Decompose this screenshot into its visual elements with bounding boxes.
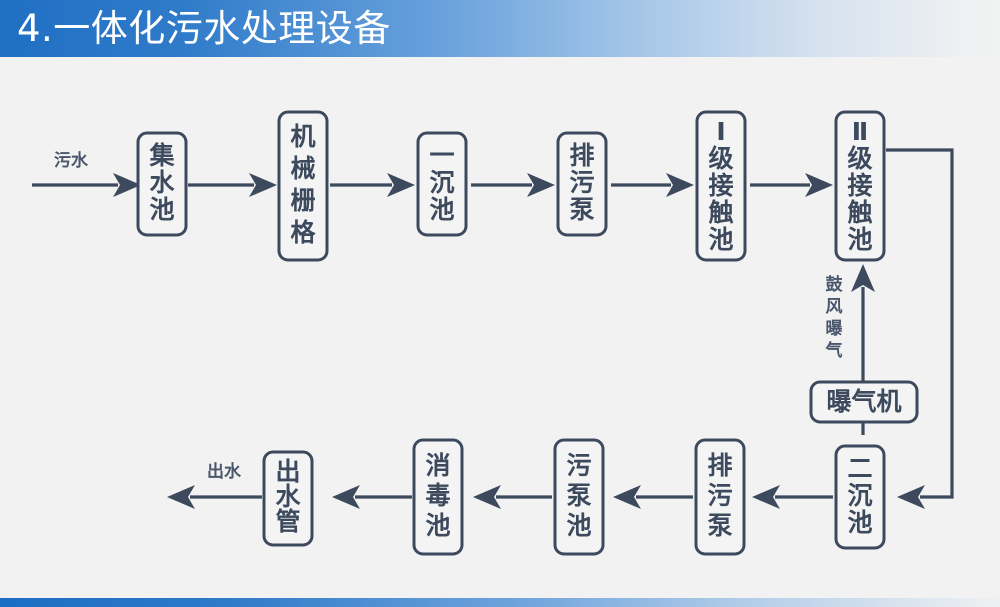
node-mechanical-grid-char-2: 栅 xyxy=(290,186,315,215)
node-outlet-pipe[interactable]: 出 水 管 xyxy=(262,450,314,547)
node-contact-tank-1-char-3: 触 xyxy=(708,198,733,227)
node-contact-tank-2[interactable]: Ⅱ 级 接 触 池 xyxy=(834,110,886,262)
node-sludge-pump-tank-char-1: 泵 xyxy=(566,481,591,510)
node-primary-sedimentation-tank-char-2: 池 xyxy=(429,195,454,224)
node-secondary-sedimentation-tank[interactable]: 二 沉 池 xyxy=(834,444,886,550)
node-mechanical-grid-char-3: 格 xyxy=(290,218,316,247)
node-aerator-label: 曝气机 xyxy=(826,387,901,416)
node-contact-tank-1-char-4: 池 xyxy=(708,225,733,254)
node-disinfection-tank-char-1: 毒 xyxy=(425,481,450,510)
node-sewage-pump-bottom-char-1: 污 xyxy=(707,481,732,510)
edge-n9-to-n10 xyxy=(613,485,693,509)
edge-outlet: 出水 xyxy=(167,461,262,509)
edge-contact-tank-2-to-secondary-sedimentation xyxy=(886,148,954,509)
node-contact-tank-1-char-1: 级 xyxy=(708,144,733,173)
slide-footer-bar xyxy=(0,598,1000,607)
node-mechanical-grid[interactable]: 机 械 栅 格 xyxy=(277,110,329,262)
node-disinfection-tank[interactable]: 消 毒 池 xyxy=(412,438,464,556)
node-sludge-pump-tank-char-0: 污 xyxy=(566,451,591,480)
node-contact-tank-1-char-2: 接 xyxy=(708,171,733,200)
node-outlet-pipe-char-2: 管 xyxy=(275,507,300,536)
node-sewage-pump-top-char-1: 污 xyxy=(569,168,594,197)
aeration-char-3: 气 xyxy=(825,340,843,361)
edge-n3-to-n4 xyxy=(471,173,555,197)
node-contact-tank-2-char-4: 池 xyxy=(847,225,872,254)
edge-n10-to-n11 xyxy=(473,485,552,509)
node-disinfection-tank-char-0: 消 xyxy=(425,451,450,480)
edge-caption-outlet: 出水 xyxy=(207,461,242,482)
edge-n4-to-n5 xyxy=(611,173,694,197)
node-collection-tank[interactable]: 集 水 池 xyxy=(136,131,188,237)
node-outlet-pipe-char-1: 水 xyxy=(275,482,301,511)
node-sewage-pump-top-char-0: 排 xyxy=(569,141,594,170)
node-mechanical-grid-char-1: 械 xyxy=(290,154,315,183)
flow-diagram-canvas: 污水 集 水 池 机 械 栅 格 一 沉 池 xyxy=(0,57,1000,598)
slide-header-bar: 4.一体化污水处理设备 xyxy=(0,0,1000,57)
node-sewage-pump-bottom-char-0: 排 xyxy=(707,451,732,480)
node-collection-tank-char-0: 集 xyxy=(148,141,175,170)
node-collection-tank-char-1: 水 xyxy=(149,168,175,197)
node-primary-sedimentation-tank[interactable]: 一 沉 池 xyxy=(416,131,468,237)
edge-caption-inlet: 污水 xyxy=(54,150,89,171)
aeration-char-1: 风 xyxy=(826,297,843,317)
node-collection-tank-char-2: 池 xyxy=(149,195,174,224)
node-secondary-sedimentation-tank-char-0: 二 xyxy=(847,454,872,483)
page-title: 4.一体化污水处理设备 xyxy=(17,7,391,50)
node-mechanical-grid-char-0: 机 xyxy=(290,122,315,151)
node-disinfection-tank-char-2: 池 xyxy=(425,511,450,540)
node-contact-tank-1[interactable]: Ⅰ 级 接 触 池 xyxy=(695,110,747,262)
node-contact-tank-2-char-1: 级 xyxy=(847,144,872,173)
node-secondary-sedimentation-tank-char-1: 沉 xyxy=(847,481,872,510)
edge-n2-to-n3 xyxy=(330,173,415,197)
node-outlet-pipe-char-0: 出 xyxy=(275,457,300,486)
edge-n8-to-n9 xyxy=(752,485,833,509)
wastewater-flowchart: 污水 集 水 池 机 械 栅 格 一 沉 池 xyxy=(32,110,954,556)
edge-n5-to-n6 xyxy=(750,173,833,197)
node-contact-tank-2-char-0: Ⅱ xyxy=(852,117,868,146)
node-sewage-pump-top-char-2: 泵 xyxy=(569,195,594,224)
node-sludge-pump-tank[interactable]: 污 泵 池 xyxy=(553,438,605,556)
node-contact-tank-2-char-3: 触 xyxy=(847,198,872,227)
node-primary-sedimentation-tank-char-0: 一 xyxy=(429,141,454,170)
node-primary-sedimentation-tank-char-1: 沉 xyxy=(429,168,454,197)
node-secondary-sedimentation-tank-char-2: 池 xyxy=(847,508,872,537)
edge-n11-to-n12 xyxy=(332,485,412,509)
edge-n1-to-n2 xyxy=(188,173,277,197)
aeration-char-2: 曝 xyxy=(826,319,843,339)
node-sewage-pump-bottom[interactable]: 排 污 泵 xyxy=(694,438,746,556)
aeration-char-0: 鼓 xyxy=(826,274,844,295)
node-contact-tank-2-char-2: 接 xyxy=(847,171,872,200)
node-sludge-pump-tank-char-2: 池 xyxy=(566,511,591,540)
edge-inlet-to-collection-tank: 污水 xyxy=(32,150,141,197)
node-contact-tank-1-char-0: Ⅰ xyxy=(716,117,725,146)
node-sewage-pump-top[interactable]: 排 污 泵 xyxy=(556,131,608,237)
node-aerator[interactable]: 曝气机 xyxy=(809,380,919,424)
node-sewage-pump-bottom-char-2: 泵 xyxy=(707,511,732,540)
